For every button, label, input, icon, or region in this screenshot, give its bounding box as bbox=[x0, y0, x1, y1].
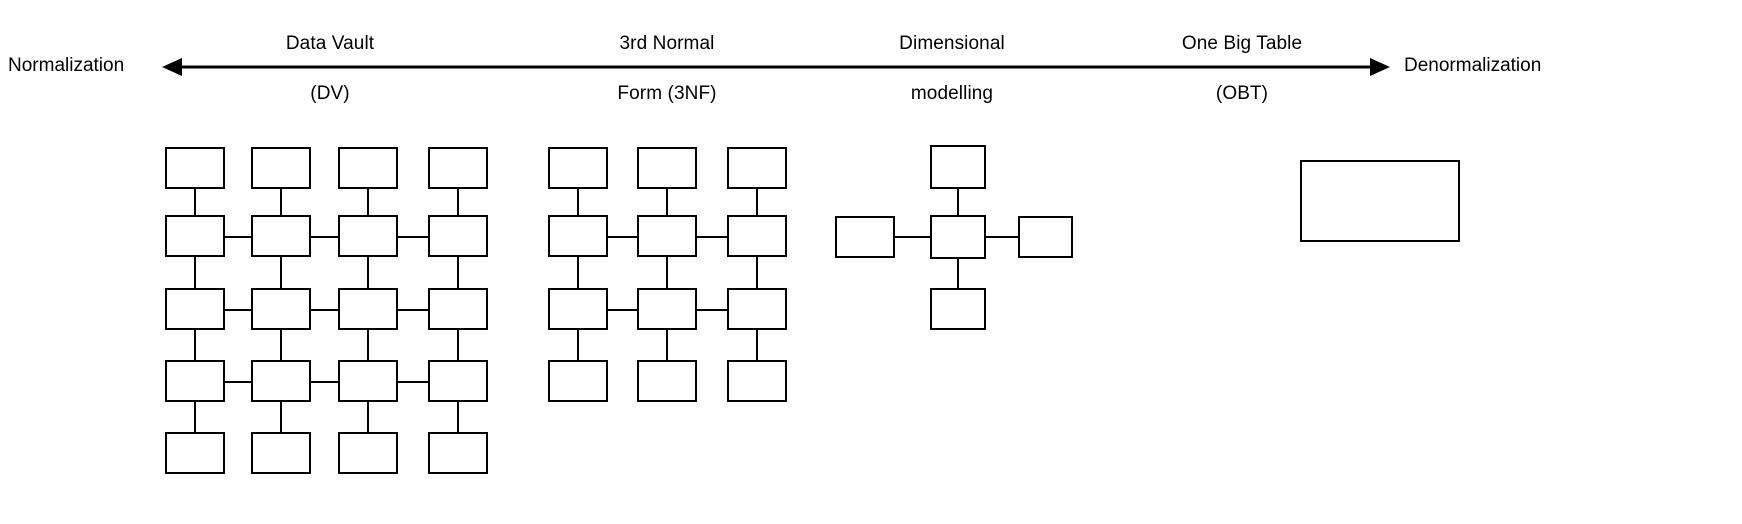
dv-entity-box bbox=[428, 432, 488, 474]
nf-connector-v bbox=[666, 330, 668, 362]
nf-connector-h bbox=[697, 309, 727, 311]
dv-connector-v bbox=[194, 330, 196, 362]
dv-entity-box bbox=[251, 288, 311, 330]
dv-connector-v bbox=[367, 189, 369, 217]
column-title-line2: (OBT) bbox=[1215, 83, 1269, 104]
nf-connector-h bbox=[608, 309, 637, 311]
nf-connector-v bbox=[756, 257, 758, 290]
column-title-line2: (DV) bbox=[310, 83, 350, 104]
column-title-line1: One Big Table bbox=[1181, 33, 1303, 54]
dv-connector-v bbox=[280, 330, 282, 362]
dv-entity-box bbox=[165, 288, 225, 330]
column-title-line2: Form (3NF) bbox=[617, 83, 717, 104]
column-title-line1: 3rd Normal bbox=[619, 33, 715, 54]
dv-connector-v bbox=[194, 257, 196, 290]
dv-entity-box bbox=[251, 147, 311, 189]
dv-entity-box bbox=[165, 432, 225, 474]
nf-entity-box bbox=[637, 288, 697, 330]
dm-connector-bottom bbox=[957, 257, 959, 290]
nf-connector-h bbox=[608, 236, 637, 238]
dv-entity-box bbox=[165, 215, 225, 257]
dv-connector-h bbox=[225, 309, 251, 311]
dv-connector-v bbox=[457, 189, 459, 217]
column-title-line1: Data Vault bbox=[285, 33, 375, 54]
column-title-dimensional-modelling: Dimensional modelling bbox=[852, 6, 1052, 131]
dv-connector-h bbox=[311, 381, 338, 383]
dv-connector-v bbox=[457, 257, 459, 290]
dv-connector-h bbox=[398, 381, 428, 383]
dv-connector-v bbox=[280, 402, 282, 434]
dm-connector-left bbox=[895, 236, 932, 238]
dv-connector-v bbox=[194, 402, 196, 434]
dv-entity-box bbox=[338, 288, 398, 330]
dv-connector-v bbox=[457, 402, 459, 434]
nf-entity-box bbox=[727, 360, 787, 402]
nf-entity-box bbox=[548, 147, 608, 189]
nf-entity-box bbox=[548, 215, 608, 257]
dv-entity-box bbox=[428, 288, 488, 330]
column-title-data-vault: Data Vault (DV) bbox=[230, 6, 430, 131]
dv-entity-box bbox=[338, 147, 398, 189]
nf-entity-box bbox=[637, 147, 697, 189]
dm-connector-top bbox=[957, 187, 959, 217]
nf-entity-box bbox=[637, 360, 697, 402]
obt-single-table-box bbox=[1300, 160, 1460, 242]
nf-connector-v bbox=[577, 257, 579, 290]
nf-connector-v bbox=[666, 257, 668, 290]
dv-connector-v bbox=[367, 402, 369, 434]
dm-dimension-box-top bbox=[930, 145, 986, 189]
dv-entity-box bbox=[428, 215, 488, 257]
nf-entity-box bbox=[548, 360, 608, 402]
dv-entity-box bbox=[165, 147, 225, 189]
dm-fact-box-center bbox=[930, 215, 986, 259]
dv-entity-box bbox=[251, 215, 311, 257]
nf-connector-v bbox=[577, 189, 579, 217]
dm-dimension-box-right bbox=[1018, 216, 1073, 258]
dv-connector-v bbox=[367, 257, 369, 290]
dv-connector-h bbox=[398, 236, 428, 238]
dv-entity-box bbox=[428, 360, 488, 402]
nf-connector-v bbox=[756, 189, 758, 217]
dv-entity-box bbox=[251, 360, 311, 402]
dv-connector-v bbox=[280, 257, 282, 290]
dv-entity-box bbox=[338, 215, 398, 257]
column-title-one-big-table: One Big Table (OBT) bbox=[1142, 6, 1342, 131]
dv-connector-v bbox=[367, 330, 369, 362]
dv-entity-box bbox=[338, 360, 398, 402]
dv-connector-h bbox=[311, 236, 338, 238]
dv-connector-h bbox=[225, 236, 251, 238]
column-title-line2: modelling bbox=[910, 83, 994, 104]
dv-entity-box bbox=[428, 147, 488, 189]
dv-connector-v bbox=[457, 330, 459, 362]
dv-connector-v bbox=[194, 189, 196, 217]
nf-connector-v bbox=[666, 189, 668, 217]
spectrum-double-arrow bbox=[162, 58, 1390, 76]
dv-connector-v bbox=[280, 189, 282, 217]
dv-connector-h bbox=[311, 309, 338, 311]
nf-connector-h bbox=[697, 236, 727, 238]
dv-connector-h bbox=[398, 309, 428, 311]
nf-connector-v bbox=[756, 330, 758, 362]
column-title-third-normal-form: 3rd Normal Form (3NF) bbox=[567, 6, 767, 131]
dv-entity-box bbox=[338, 432, 398, 474]
nf-entity-box bbox=[727, 215, 787, 257]
nf-entity-box bbox=[727, 147, 787, 189]
dm-connector-right bbox=[984, 236, 1020, 238]
axis-label-normalization: Normalization bbox=[8, 55, 125, 76]
axis-label-denormalization: Denormalization bbox=[1404, 55, 1542, 76]
nf-connector-v bbox=[577, 330, 579, 362]
nf-entity-box bbox=[548, 288, 608, 330]
dv-connector-h bbox=[225, 381, 251, 383]
nf-entity-box bbox=[727, 288, 787, 330]
column-title-line1: Dimensional bbox=[899, 33, 1005, 54]
dv-entity-box bbox=[165, 360, 225, 402]
dm-dimension-box-left bbox=[835, 216, 895, 258]
nf-entity-box bbox=[637, 215, 697, 257]
dm-dimension-box-bottom bbox=[930, 288, 986, 330]
dv-entity-box bbox=[251, 432, 311, 474]
